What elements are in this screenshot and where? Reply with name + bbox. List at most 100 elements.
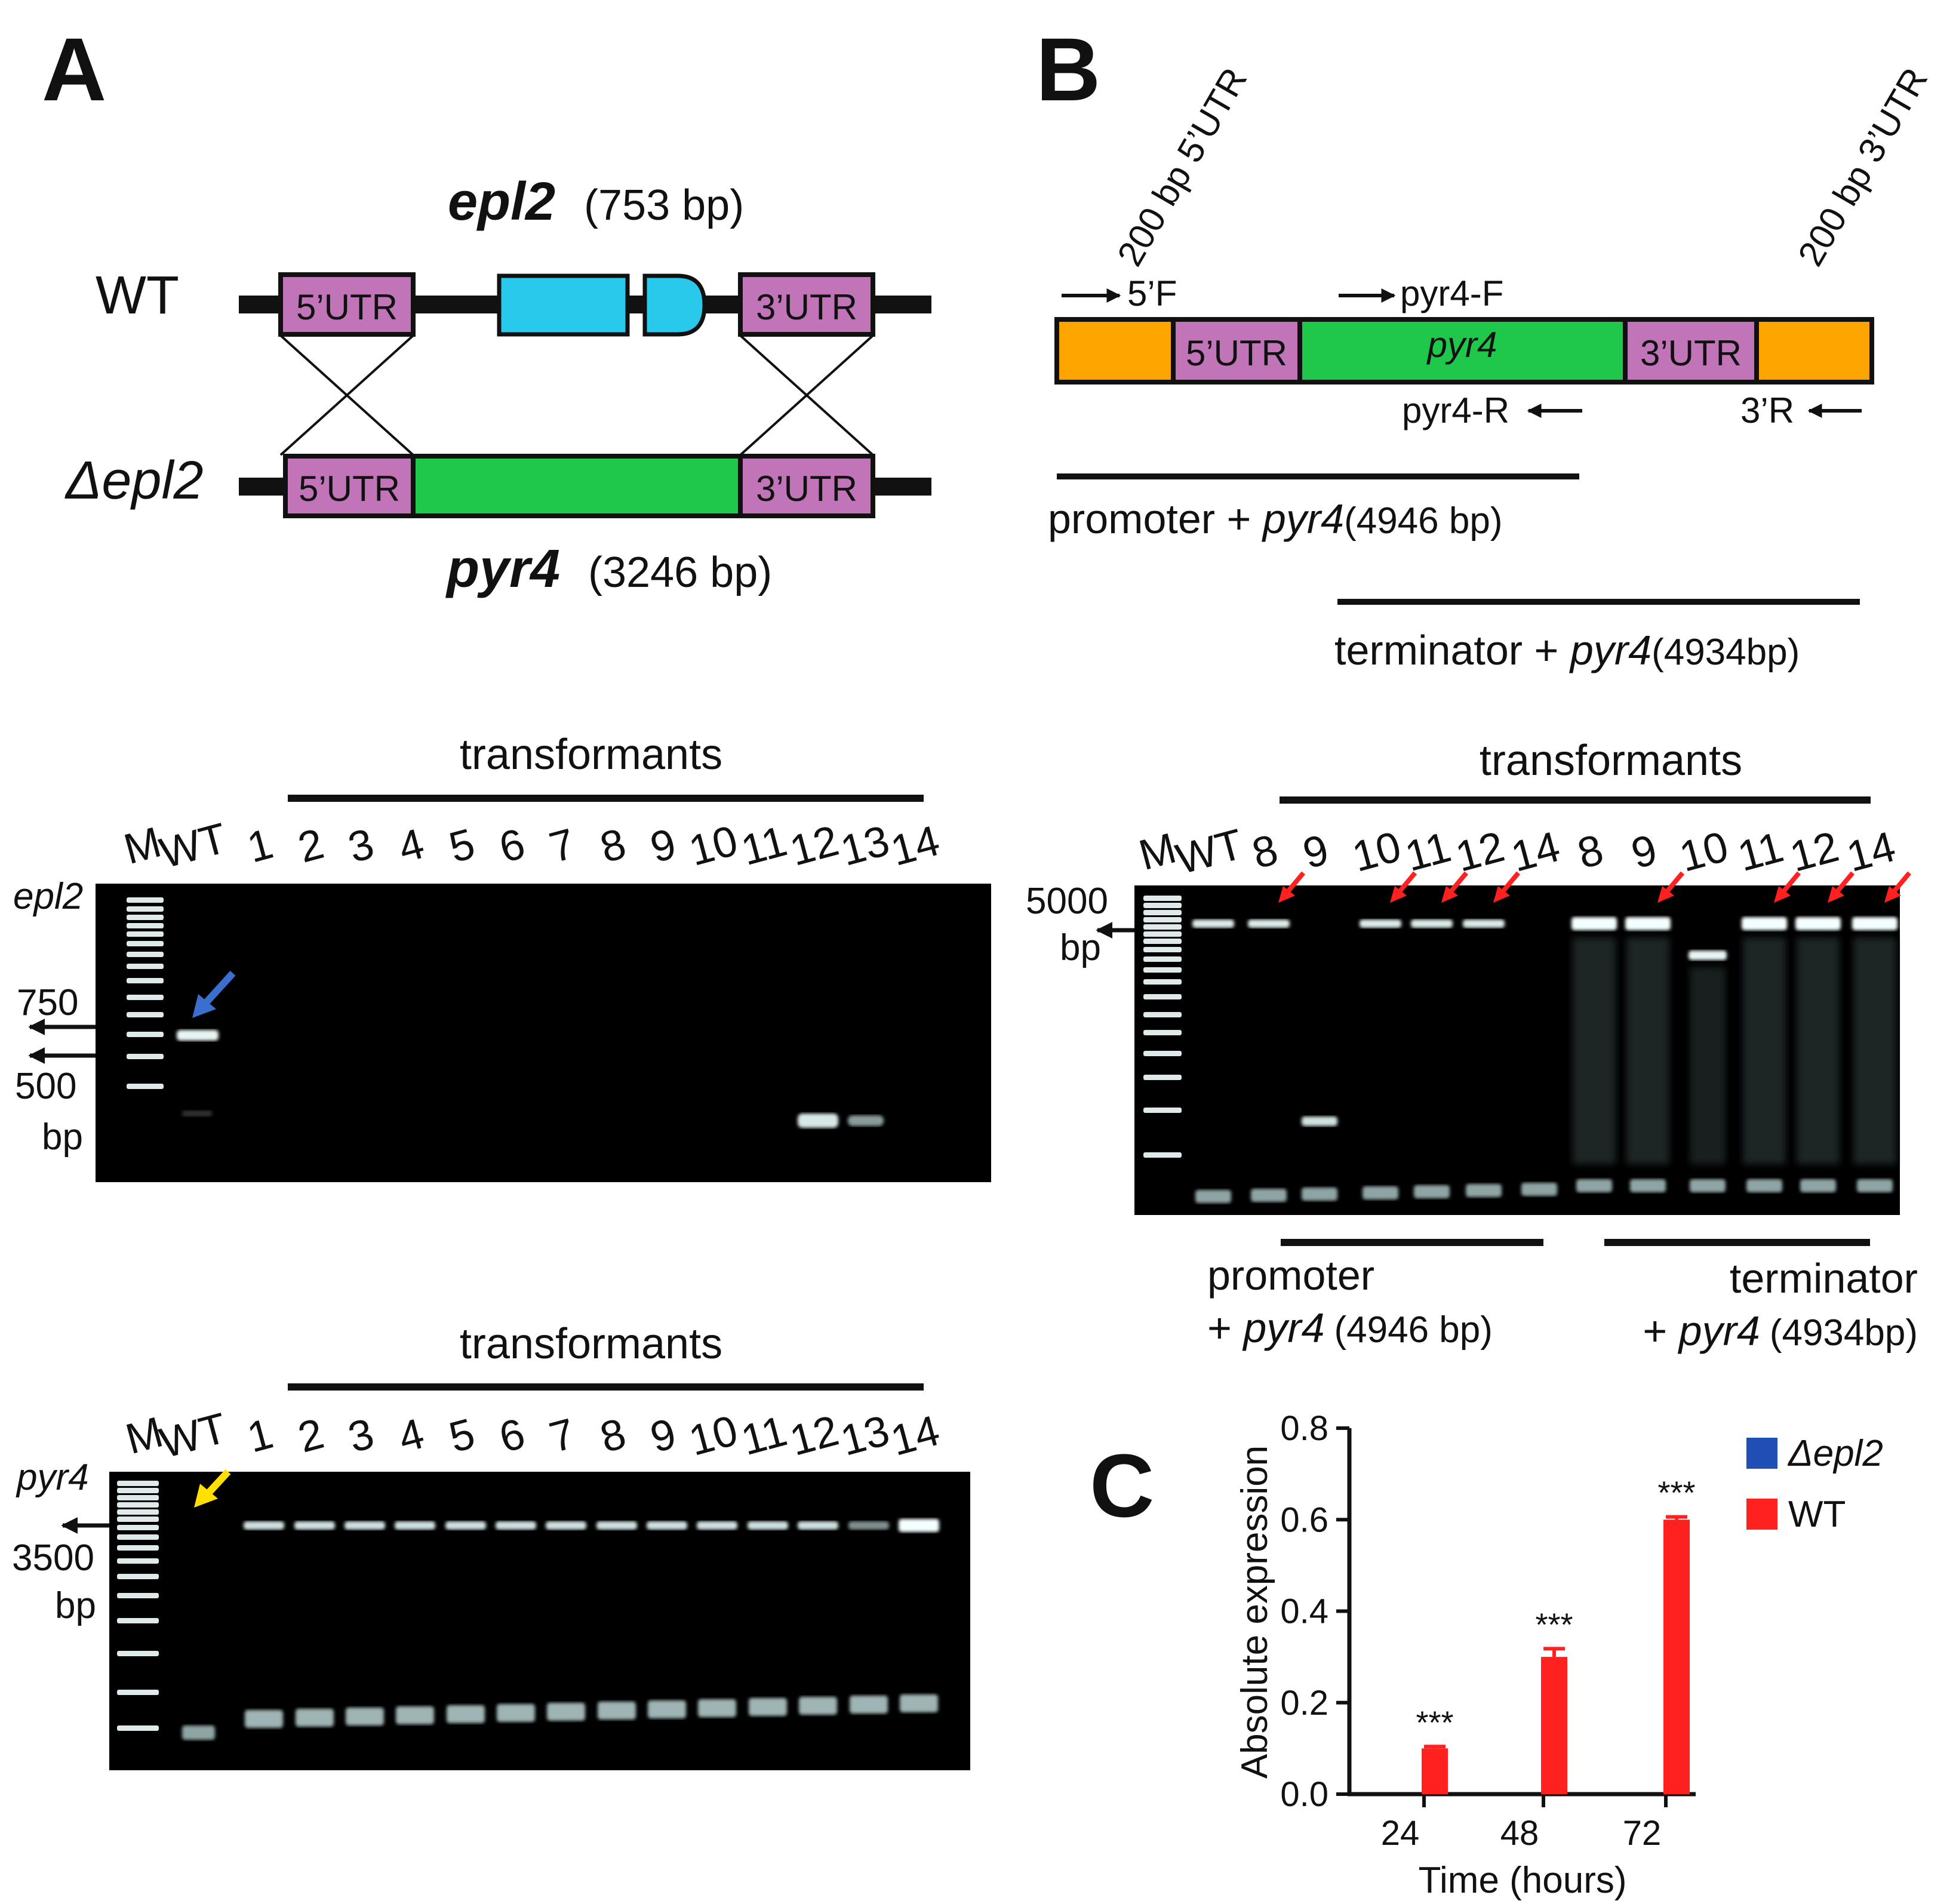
- wt-bar: [1663, 1519, 1690, 1794]
- utr3-flank-label: 200 bp 3’UTR: [1790, 61, 1935, 272]
- ladder-band: [1143, 903, 1182, 908]
- primer-dimer-band: [1800, 1179, 1836, 1192]
- ladder-band: [127, 964, 164, 969]
- ladder-band: [127, 941, 164, 946]
- wt-bar: [1541, 1657, 1567, 1794]
- ladder-band: [1143, 947, 1182, 952]
- chart-y-ticks: 0.00.20.40.60.8: [1280, 1409, 1349, 1814]
- wt-bar: [1422, 1748, 1448, 1794]
- lane-label: 6: [494, 820, 530, 872]
- lane-label: 8: [1247, 826, 1283, 878]
- significance-label: ***: [1535, 1607, 1573, 1642]
- pyr4-band: [244, 1521, 284, 1530]
- x-tick-label: 24: [1381, 1814, 1420, 1853]
- ladder-band: [127, 1054, 164, 1059]
- terminator-product-label: terminator + pyr4(4934bp): [1334, 627, 1800, 673]
- product-band: [1411, 919, 1453, 928]
- ladder-band: [1143, 994, 1182, 999]
- mutant-3utr-label: 3’UTR: [756, 469, 857, 509]
- primer-dimer-band: [245, 1710, 283, 1728]
- ladder-band: [127, 931, 164, 937]
- primer-dimer-band: [1363, 1186, 1398, 1199]
- blue-arrow-icon: [192, 970, 236, 1018]
- lane-label: 2: [293, 1410, 328, 1462]
- product-band: [1571, 917, 1617, 930]
- primer-dimer-band: [900, 1694, 938, 1712]
- ladder-band: [127, 978, 164, 983]
- primer-pyr4r-label: pyr4-R: [1402, 390, 1509, 430]
- lane-label: 11: [736, 817, 792, 875]
- primer-dimer-band: [1195, 1190, 1231, 1203]
- exon2-box: [642, 273, 707, 337]
- primer-dimer-band: [598, 1702, 636, 1720]
- ladder-band: [127, 1084, 164, 1089]
- significance-label: ***: [1416, 1705, 1453, 1740]
- promoter-amplicon-line: [1057, 473, 1579, 479]
- ladder-band: [127, 1012, 164, 1017]
- lane-label: 8: [595, 1410, 631, 1462]
- gel-a2-ladder: [117, 1481, 159, 1731]
- primer-5f-label: 5’F: [1127, 273, 1177, 313]
- construct-5utr-label: 5’UTR: [1186, 333, 1287, 373]
- gel-b-bands: [1192, 917, 1897, 1203]
- y-tick-label: 0.4: [1280, 1592, 1328, 1631]
- primer-dimer-band: [1630, 1179, 1666, 1192]
- ladder-band: [1143, 956, 1182, 962]
- red-arrowhead: [1828, 886, 1844, 903]
- wt-5utr-box: [278, 272, 416, 337]
- chart-bars: *********: [1416, 1475, 1696, 1794]
- gel-a1-transformant-bar: [288, 795, 924, 802]
- utr5-flank-label: 200 bp 5’UTR: [1109, 61, 1254, 272]
- construct-gene-label: pyr4: [1426, 325, 1497, 365]
- legend-wt-swatch: [1746, 1499, 1777, 1530]
- ladder-band: [117, 1502, 159, 1508]
- marker-name-label: pyr4: [445, 539, 560, 599]
- product-band: [1795, 917, 1841, 930]
- primer-dimer-band: [698, 1699, 736, 1717]
- lane-label: 8: [595, 820, 631, 872]
- gel-b-title: transformants: [1480, 737, 1742, 785]
- ladder-band: [117, 1574, 159, 1579]
- primer-dimer-band: [497, 1704, 535, 1722]
- panel-c-label: C: [1090, 1435, 1154, 1536]
- ladder-band: [1143, 910, 1182, 915]
- red-arrowhead: [1441, 886, 1458, 903]
- lane-label: 9: [645, 1410, 681, 1462]
- ladder-band: [117, 1534, 159, 1540]
- yellow-arrow-icon: [194, 1469, 231, 1508]
- ladder-band: [1143, 1108, 1182, 1113]
- ladder-band: [117, 1651, 159, 1656]
- gel-a2-transformant-bar: [288, 1383, 924, 1391]
- gel-a1-bands: [177, 1030, 884, 1128]
- ladder-band: [117, 1517, 159, 1522]
- ladder-band: [1143, 1152, 1182, 1158]
- marker-size-label: (3246 bp): [588, 549, 772, 596]
- lane-label: 1: [242, 820, 278, 872]
- primer-dimer-band: [850, 1696, 888, 1714]
- lane-label: 3: [343, 1410, 379, 1462]
- exon1-box: [497, 273, 630, 337]
- lane-label: 12: [785, 817, 844, 875]
- pyr4-band: [647, 1521, 687, 1530]
- gene-name-label: epl2: [448, 172, 555, 232]
- ladder-band: [117, 1481, 159, 1486]
- smear: [1626, 937, 1669, 1164]
- primer-dimer-band: [296, 1709, 334, 1727]
- mutant-3utr-box: [738, 454, 875, 518]
- ladder-band: [1143, 1075, 1182, 1080]
- pyr4-band: [445, 1521, 486, 1530]
- ladder-band: [117, 1618, 159, 1623]
- lane-label: 4: [393, 1410, 429, 1462]
- product-band: [1689, 951, 1727, 960]
- ladder-band: [1143, 896, 1182, 901]
- pyr4-band: [345, 1521, 385, 1530]
- product-band: [1742, 917, 1787, 930]
- x-tick-label: 72: [1623, 1814, 1662, 1853]
- lane-label: 2: [293, 820, 328, 872]
- lane-label: 10: [1348, 823, 1406, 881]
- smear: [1853, 937, 1896, 1164]
- ladder-band: [117, 1545, 159, 1551]
- ladder-band: [127, 923, 164, 928]
